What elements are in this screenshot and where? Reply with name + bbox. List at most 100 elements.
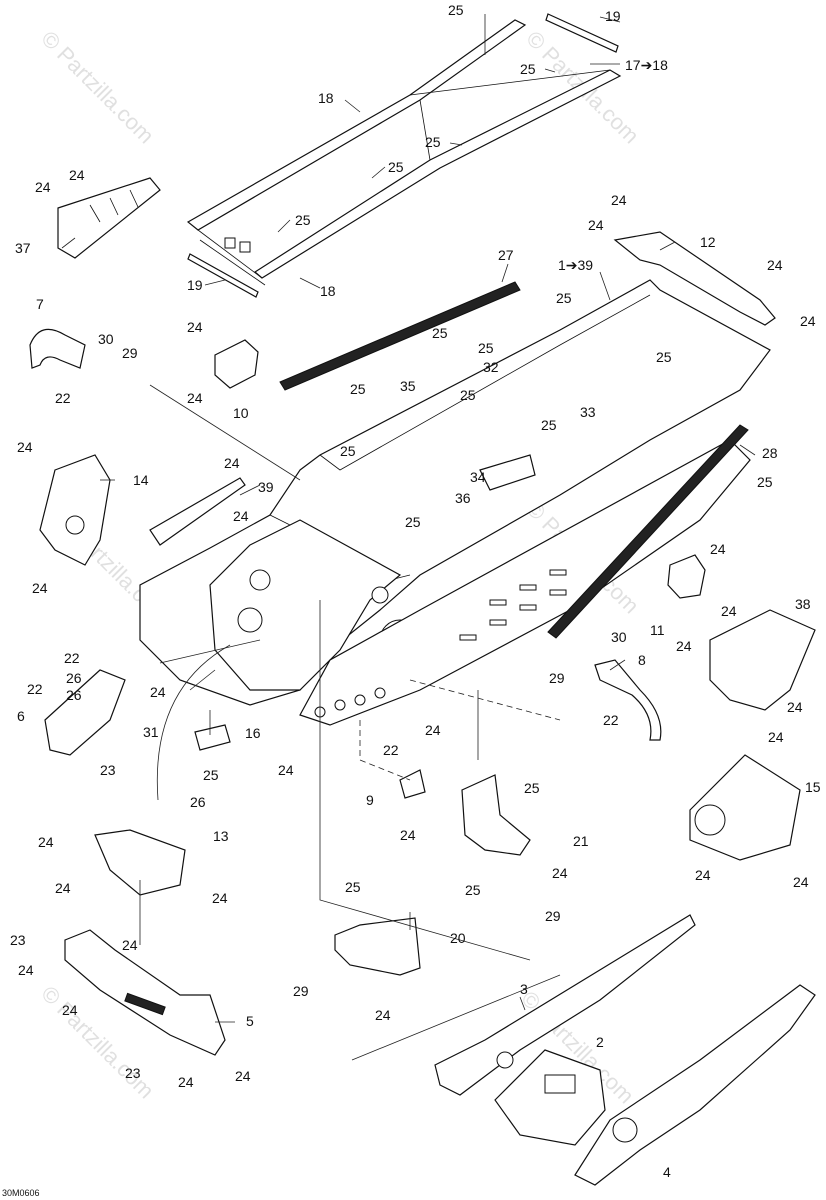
callout-labels: 25 19 17➔18 25 18 25 25 25 19 18 24 24 3… xyxy=(10,2,821,1180)
callout-26: 26 xyxy=(66,670,82,686)
callout-25: 25 xyxy=(478,340,494,356)
callout-24: 24 xyxy=(38,834,54,850)
callout-23: 23 xyxy=(125,1065,141,1081)
callout-29: 29 xyxy=(293,983,309,999)
watermark: © Partzilla.com xyxy=(36,26,159,149)
callout-24: 24 xyxy=(224,455,240,471)
callout-2: 2 xyxy=(596,1034,604,1050)
callout-24: 24 xyxy=(55,880,71,896)
callout-29: 29 xyxy=(122,345,138,361)
callout-25: 25 xyxy=(345,879,361,895)
callout-24: 24 xyxy=(278,762,294,778)
callout-25: 25 xyxy=(556,290,572,306)
callout-32: 32 xyxy=(483,359,499,375)
plate-14 xyxy=(39,454,111,566)
callout-8: 8 xyxy=(638,652,646,668)
callout-18: 18 xyxy=(318,90,334,106)
callout-24: 24 xyxy=(800,313,816,329)
callout-25: 25 xyxy=(465,882,481,898)
bracket-8 xyxy=(594,659,662,741)
callout-25: 25 xyxy=(520,61,536,77)
callout-14: 14 xyxy=(133,472,149,488)
callout-19: 19 xyxy=(605,8,621,24)
callout-35: 35 xyxy=(400,378,416,394)
callout-26: 26 xyxy=(190,794,206,810)
hole xyxy=(694,804,726,836)
callout-5: 5 xyxy=(246,1013,254,1029)
bracket-36 xyxy=(479,454,536,491)
callout-30: 30 xyxy=(98,331,114,347)
callout-24: 24 xyxy=(588,217,604,233)
callout-21: 21 xyxy=(573,833,589,849)
rail-5 xyxy=(64,929,226,1056)
bracket-7 xyxy=(29,328,86,369)
callout-12: 12 xyxy=(700,234,716,250)
callout-25: 25 xyxy=(448,2,464,18)
bracket-11 xyxy=(667,554,706,599)
callout-22: 22 xyxy=(55,390,71,406)
callout-17-18: 17➔18 xyxy=(625,57,668,73)
callout-7: 7 xyxy=(36,296,44,312)
bracket-6 xyxy=(44,669,126,756)
callout-24: 24 xyxy=(18,962,34,978)
callout-23: 23 xyxy=(10,932,26,948)
callout-30: 30 xyxy=(611,629,627,645)
strip-28 xyxy=(547,424,749,639)
callout-13: 13 xyxy=(213,828,229,844)
callout-3: 3 xyxy=(520,981,528,997)
strip-19-top xyxy=(545,13,619,53)
callout-24: 24 xyxy=(150,684,166,700)
strip-19-bottom xyxy=(187,253,259,298)
leader-lines xyxy=(61,14,756,1061)
callout-9: 9 xyxy=(366,792,374,808)
rail-3 xyxy=(434,914,696,1096)
hole xyxy=(612,1117,638,1143)
callout-16: 16 xyxy=(245,725,261,741)
callout-24: 24 xyxy=(35,179,51,195)
callout-24: 24 xyxy=(552,865,568,881)
callout-25: 25 xyxy=(388,159,404,175)
callout-24: 24 xyxy=(233,508,249,524)
callout-10: 10 xyxy=(233,405,249,421)
callout-24: 24 xyxy=(122,937,138,953)
callout-27: 27 xyxy=(498,247,514,263)
callout-24: 24 xyxy=(425,722,441,738)
callout-23: 23 xyxy=(100,762,116,778)
callout-29: 29 xyxy=(549,670,565,686)
callout-38: 38 xyxy=(795,596,811,612)
bracket-16 xyxy=(194,724,231,751)
hole xyxy=(496,1051,514,1069)
callout-1-39: 1➔39 xyxy=(558,257,593,273)
callout-26: 26 xyxy=(66,687,82,703)
strip-27 xyxy=(279,281,521,391)
bracket-37 xyxy=(57,177,161,259)
callout-25: 25 xyxy=(405,514,421,530)
callout-24: 24 xyxy=(32,580,48,596)
hole xyxy=(544,1074,576,1094)
callout-24: 24 xyxy=(187,390,203,406)
callout-6: 6 xyxy=(17,708,25,724)
callout-24: 24 xyxy=(17,439,33,455)
callout-4: 4 xyxy=(663,1164,671,1180)
plate-15 xyxy=(689,754,801,861)
bracket-9 xyxy=(399,769,426,799)
callout-24: 24 xyxy=(178,1074,194,1090)
bracket-39 xyxy=(149,477,246,546)
callout-24: 24 xyxy=(69,167,85,183)
callout-28: 28 xyxy=(762,445,778,461)
slot xyxy=(124,992,166,1016)
callout-25: 25 xyxy=(203,767,219,783)
callout-24: 24 xyxy=(710,541,726,557)
bracket-20 xyxy=(334,917,421,976)
callout-24: 24 xyxy=(187,319,203,335)
bracket-10 xyxy=(214,339,259,389)
callout-24: 24 xyxy=(235,1068,251,1084)
hole xyxy=(65,515,85,535)
callout-24: 24 xyxy=(375,1007,391,1023)
main-chassis-1 xyxy=(139,279,771,726)
callout-24: 24 xyxy=(62,1002,78,1018)
callout-29: 29 xyxy=(545,908,561,924)
plate-12 xyxy=(613,231,776,326)
bracket-2 xyxy=(494,1049,606,1146)
callout-22: 22 xyxy=(64,650,80,666)
